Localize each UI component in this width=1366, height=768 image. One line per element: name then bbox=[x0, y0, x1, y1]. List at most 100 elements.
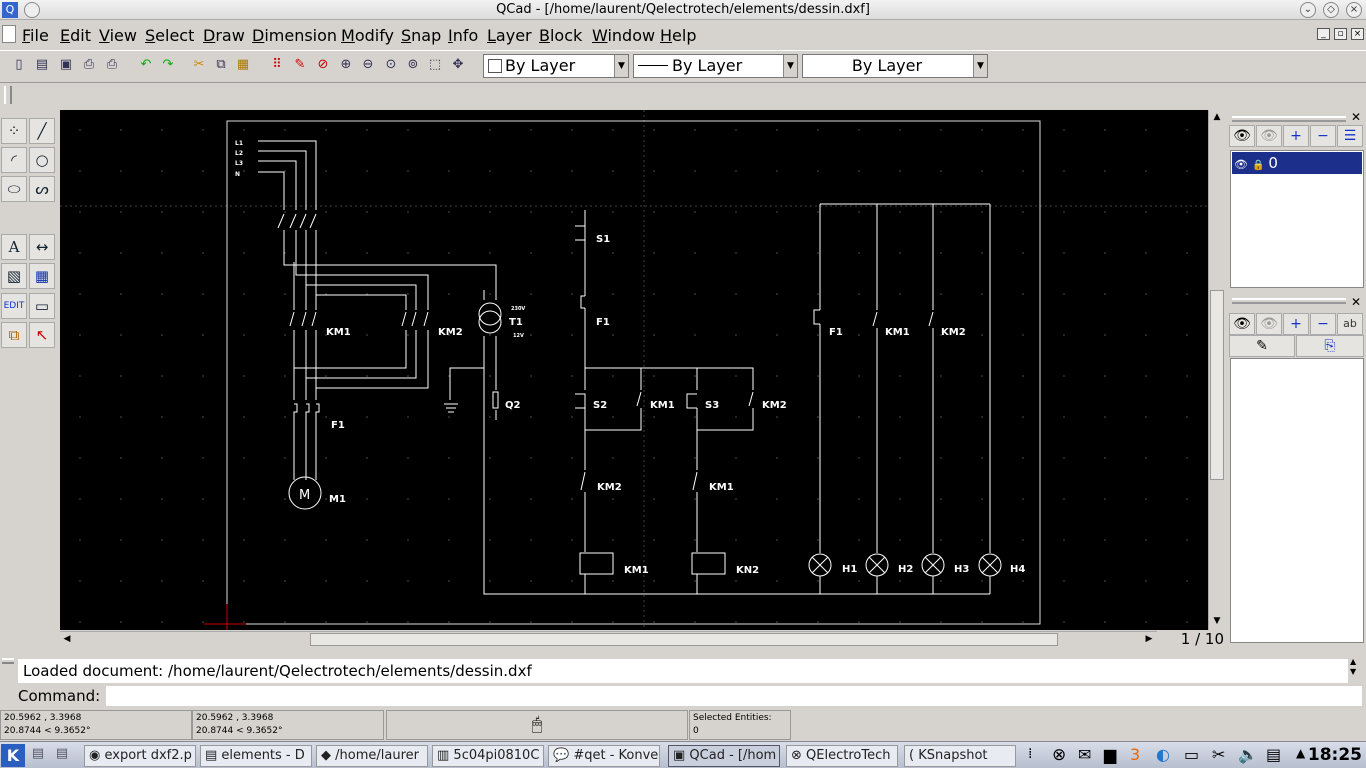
history-scroll-up-icon[interactable]: ▲ bbox=[1350, 657, 1357, 666]
task-ksnapshot[interactable]: ( KSnapshot bbox=[904, 745, 1016, 767]
edit-tool-icon[interactable]: EDIT bbox=[1, 293, 27, 319]
color-select[interactable]: By Layer ▼ bbox=[483, 54, 629, 78]
minimize-icon[interactable]: ⌄ bbox=[1300, 2, 1316, 18]
layer-item[interactable]: 👁🔒0 bbox=[1232, 152, 1362, 174]
tray-firefox-icon[interactable]: 3 bbox=[1130, 745, 1141, 764]
task-home-laurent[interactable]: ◆ /home/laurer bbox=[316, 745, 428, 767]
menu-edit[interactable]: Edit bbox=[60, 26, 91, 45]
panel-close-icon[interactable]: ✕ bbox=[1351, 110, 1362, 124]
menu-window[interactable]: Window bbox=[592, 26, 656, 45]
edit-layer-icon[interactable]: ☰ bbox=[1337, 125, 1363, 147]
menu-modify[interactable]: Modify bbox=[341, 26, 395, 45]
line-tool-icon[interactable]: ╱ bbox=[29, 118, 55, 144]
text-tool-icon[interactable]: A bbox=[1, 234, 27, 260]
horizontal-scroll-thumb[interactable] bbox=[310, 633, 1058, 646]
rename-block-icon[interactable]: ab bbox=[1337, 313, 1363, 335]
clock[interactable]: 18:25 bbox=[1307, 745, 1362, 765]
tray-qelectrotech-icon[interactable]: ⊗ bbox=[1052, 745, 1067, 765]
task-elements[interactable]: ▤ elements - D bbox=[200, 745, 312, 767]
select-tool-icon[interactable]: ↖ bbox=[29, 322, 55, 348]
menu-select[interactable]: Select bbox=[145, 26, 195, 45]
undo-icon[interactable]: ↶ bbox=[140, 57, 152, 72]
menu-file[interactable]: File bbox=[22, 26, 49, 45]
horizontal-scrollbar[interactable]: ◀ ▶ bbox=[60, 631, 1157, 647]
points-tool-icon[interactable]: ⁘ bbox=[1, 118, 27, 144]
grid-icon[interactable]: ⠿ bbox=[272, 57, 282, 72]
history-scroll-down-icon[interactable]: ▼ bbox=[1350, 667, 1357, 676]
scroll-down-icon[interactable]: ▼ bbox=[1213, 616, 1221, 626]
mdi-close-icon[interactable]: × bbox=[1351, 28, 1364, 40]
tray-browser-icon[interactable]: ◐ bbox=[1156, 745, 1170, 764]
hide-all-layers-icon[interactable]: 👁 bbox=[1256, 125, 1282, 147]
tray-network-icon[interactable]: ✉ bbox=[1078, 745, 1092, 764]
menu-layer[interactable]: Layer bbox=[487, 26, 532, 45]
task-export-dxf[interactable]: ◉ export dxf2.p bbox=[84, 745, 196, 767]
paste-icon[interactable]: ▦ bbox=[236, 57, 250, 72]
mdi-minimize-icon[interactable]: _ bbox=[1317, 28, 1330, 40]
scroll-up-icon[interactable]: ▲ bbox=[1213, 112, 1221, 122]
show-all-layers-icon[interactable]: 👁 bbox=[1229, 125, 1255, 147]
menu-info[interactable]: Info bbox=[448, 26, 479, 45]
dimension-tool-icon[interactable]: ↔ bbox=[29, 234, 55, 260]
panel-close-icon[interactable]: ✕ bbox=[1351, 295, 1362, 309]
vertical-scrollbar[interactable]: ▲ ▼ bbox=[1208, 110, 1224, 630]
menu-view[interactable]: View bbox=[99, 26, 137, 45]
block-tool-icon[interactable]: ⧉ bbox=[1, 322, 27, 348]
circle-tool-icon[interactable]: ○ bbox=[29, 147, 55, 173]
hide-all-blocks-icon[interactable]: 👁 bbox=[1256, 313, 1282, 335]
zoom-out-icon[interactable]: ⊖ bbox=[362, 57, 374, 72]
layer-visible-icon[interactable]: 👁 bbox=[1234, 158, 1248, 171]
open-file-icon[interactable]: ▤ bbox=[35, 57, 49, 72]
task-image[interactable]: ▥ 5c04pi0810C bbox=[432, 745, 544, 767]
menu-help[interactable]: Help bbox=[660, 26, 697, 45]
print-icon[interactable]: ⎙ bbox=[83, 57, 95, 72]
show-all-blocks-icon[interactable]: 👁 bbox=[1229, 313, 1255, 335]
panel-handle[interactable] bbox=[1232, 116, 1346, 122]
menu-snap[interactable]: Snap bbox=[401, 26, 442, 45]
draft-icon[interactable]: ✎ bbox=[294, 57, 306, 72]
tray-scissors-icon[interactable]: ✂ bbox=[1212, 745, 1226, 764]
menu-dimension[interactable]: Dimension bbox=[252, 26, 338, 45]
toolbar-handle[interactable] bbox=[4, 86, 12, 104]
mdi-restore-icon[interactable]: ▫ bbox=[1334, 28, 1347, 40]
edit-block-icon[interactable]: ✎ bbox=[1229, 335, 1295, 357]
desktop-2-icon[interactable]: ▤ bbox=[55, 746, 69, 761]
raster-tool-icon[interactable]: ▦ bbox=[29, 263, 55, 289]
tray-expand-icon[interactable]: ▲ bbox=[1296, 746, 1306, 760]
zoom-previous-icon[interactable]: ⊚ bbox=[407, 57, 419, 72]
scroll-right-icon[interactable]: ▶ bbox=[1145, 634, 1153, 644]
drawing-canvas[interactable]: L1 L2 L3 N KM1 KM2 F1 M M1 T1 230V 12V Q… bbox=[60, 110, 1208, 630]
dock-handle[interactable] bbox=[2, 658, 14, 664]
document-icon[interactable] bbox=[2, 25, 16, 43]
maximize-icon[interactable]: ◇ bbox=[1323, 2, 1339, 18]
tray-monitor-icon[interactable]: ▭ bbox=[1184, 745, 1200, 764]
copy-icon[interactable]: ⧉ bbox=[216, 57, 226, 72]
zoom-window-icon[interactable]: ⬚ bbox=[428, 57, 442, 72]
app-icon[interactable]: Q bbox=[2, 2, 18, 18]
zoom-in-icon[interactable]: ⊕ bbox=[340, 57, 352, 72]
cut-icon[interactable]: ✂ bbox=[193, 57, 205, 72]
zoom-pan-icon[interactable]: ✥ bbox=[452, 57, 464, 72]
menu-block[interactable]: Block bbox=[539, 26, 583, 45]
linewidth-select[interactable]: By Layer ▼ bbox=[802, 54, 988, 78]
insert-block-icon[interactable]: ⎘ bbox=[1296, 335, 1364, 357]
ellipse-tool-icon[interactable]: ⬭ bbox=[1, 176, 27, 202]
remove-block-icon[interactable]: − bbox=[1310, 313, 1336, 335]
hatch-tool-icon[interactable]: ▧ bbox=[1, 263, 27, 289]
tray-volume-icon[interactable]: 🔈 bbox=[1238, 745, 1258, 764]
scroll-left-icon[interactable]: ◀ bbox=[63, 634, 71, 644]
desktop-1-icon[interactable]: ▤ bbox=[31, 746, 45, 761]
task-qcad[interactable]: ▣ QCad - [/hom bbox=[668, 745, 780, 767]
redo-icon[interactable]: ↷ bbox=[162, 57, 174, 72]
task-konversation[interactable]: 💬 #qet - Konve bbox=[548, 745, 660, 767]
close-icon[interactable]: × bbox=[1346, 2, 1362, 18]
vertical-scroll-thumb[interactable] bbox=[1210, 290, 1224, 480]
spline-tool-icon[interactable]: ᔕ bbox=[29, 176, 55, 202]
kde-menu-icon[interactable]: K bbox=[1, 744, 25, 767]
menu-draw[interactable]: Draw bbox=[203, 26, 245, 45]
remove-layer-icon[interactable]: − bbox=[1310, 125, 1336, 147]
tray-klipper-icon[interactable]: ▆ bbox=[1104, 745, 1117, 764]
arc-tool-icon[interactable]: ◜ bbox=[1, 147, 27, 173]
add-block-icon[interactable]: + bbox=[1283, 313, 1309, 335]
redraw-icon[interactable]: ⊘ bbox=[317, 57, 329, 72]
